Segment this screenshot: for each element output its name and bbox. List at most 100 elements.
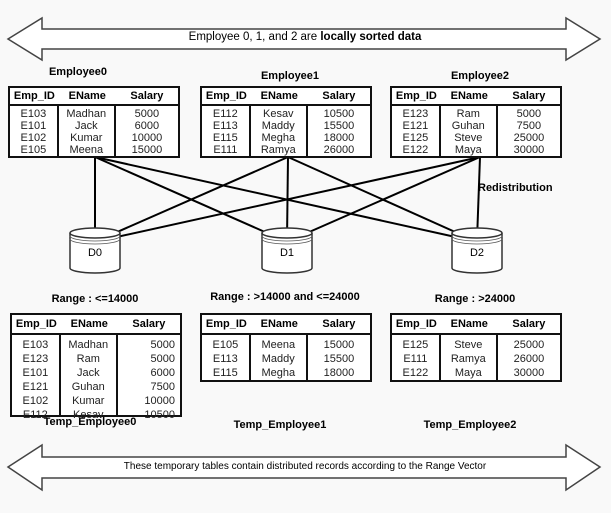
- column-header: Emp_ID: [205, 90, 247, 102]
- redistribution-arrow: [102, 156, 481, 243]
- table-cell: 5000: [134, 108, 160, 120]
- range-label: Range : >14000 and <=24000: [210, 291, 360, 303]
- redistribution-label: Redistribution: [478, 182, 553, 194]
- table-cell: E121: [22, 381, 49, 393]
- table-header: Emp_ID EName Salary: [392, 315, 560, 335]
- table-cell: 5000: [150, 353, 175, 365]
- disk-2: D2: [451, 227, 503, 274]
- banner-text: Employee 0, 1, and 2 are: [188, 31, 321, 43]
- table-header: Emp_ID EName Salary: [202, 88, 370, 106]
- column-header: Emp_ID: [13, 90, 55, 102]
- table-cell: 7500: [150, 381, 175, 393]
- table-cell: Madhan: [66, 108, 107, 120]
- table-cell: Megha: [261, 132, 296, 144]
- column-header: Salary: [322, 318, 356, 330]
- table-cell: 25000: [513, 339, 545, 351]
- column-header: EName: [68, 90, 106, 102]
- table-cell: Maddy: [261, 353, 295, 365]
- temp-table-title: Temp_Employee1: [233, 419, 327, 431]
- table-cell: 30000: [513, 367, 545, 379]
- table-cell: E102: [22, 395, 49, 407]
- table-cell: E105: [20, 144, 47, 156]
- redistribution-arrow: [290, 156, 481, 241]
- table-cell: E115: [212, 367, 238, 379]
- table-cell: Jack: [76, 367, 100, 379]
- top-banner-text: Employee 0, 1, and 2 are locally sorted …: [60, 31, 550, 43]
- table-cell: 10500: [323, 108, 355, 120]
- table-cell: E103: [20, 108, 47, 120]
- table-cell: Steve: [454, 132, 483, 144]
- table-cell: Ram: [456, 108, 480, 120]
- table-cell: Maya: [454, 367, 482, 379]
- source-table-title: Employee1: [260, 70, 320, 82]
- table-cell: Kesav: [262, 108, 294, 120]
- column-header: EName: [450, 318, 488, 330]
- table-cell: 30000: [513, 144, 545, 156]
- table-cell: E112: [22, 409, 48, 421]
- table-cell: 6000: [134, 120, 160, 132]
- table-cell: E111: [403, 353, 428, 365]
- table-cell: E115: [212, 132, 238, 144]
- range-label: Range : >24000: [434, 293, 516, 305]
- column-header: Salary: [512, 90, 546, 102]
- redistribution-arrow: [94, 156, 284, 241]
- table-cell: E113: [212, 120, 238, 132]
- table-cell: 18000: [323, 132, 355, 144]
- table-cell: E123: [402, 108, 429, 120]
- redistribution-arrow: [287, 156, 474, 241]
- table-cell: E125: [402, 132, 429, 144]
- table-cell: 7500: [516, 120, 542, 132]
- disk-1: D1: [261, 227, 313, 274]
- table-cell: 15000: [131, 144, 163, 156]
- column-header: EName: [70, 318, 108, 330]
- table-cell: Maddy: [261, 120, 295, 132]
- table-cell: 10500: [144, 409, 175, 421]
- redistribution-arrow: [98, 156, 289, 241]
- column-header: Salary: [132, 318, 166, 330]
- table-cell: 15500: [323, 353, 355, 365]
- table-cell: E111: [213, 144, 238, 156]
- column-header: Salary: [512, 318, 546, 330]
- column-header: Emp_ID: [395, 318, 437, 330]
- top-double-arrow: [6, 16, 602, 62]
- redistribution-arrow: [473, 156, 482, 241]
- column-header: EName: [260, 90, 298, 102]
- column-header: Salary: [322, 90, 356, 102]
- table-cell: E122: [402, 144, 429, 156]
- table-cell: Jack: [74, 120, 98, 132]
- table-header: Emp_ID EName Salary: [202, 315, 370, 335]
- table-cell: Ramya: [260, 144, 296, 156]
- table-cell: 10000: [144, 395, 175, 407]
- temp-table-title: Temp_Employee2: [423, 419, 517, 431]
- table-cell: 26000: [323, 144, 355, 156]
- table-cell: E102: [20, 132, 47, 144]
- column-header: Emp_ID: [205, 318, 247, 330]
- table-cell: E101: [20, 120, 47, 132]
- disk-label: D2: [470, 247, 484, 259]
- table-cell: E125: [402, 339, 429, 351]
- table-cell: Meena: [261, 339, 296, 351]
- table-cell: 15000: [323, 339, 355, 351]
- column-header: EName: [260, 318, 298, 330]
- table-cell: Madhan: [68, 339, 109, 351]
- disk-label: D1: [280, 247, 294, 259]
- source-table-title: Employee0: [48, 66, 108, 78]
